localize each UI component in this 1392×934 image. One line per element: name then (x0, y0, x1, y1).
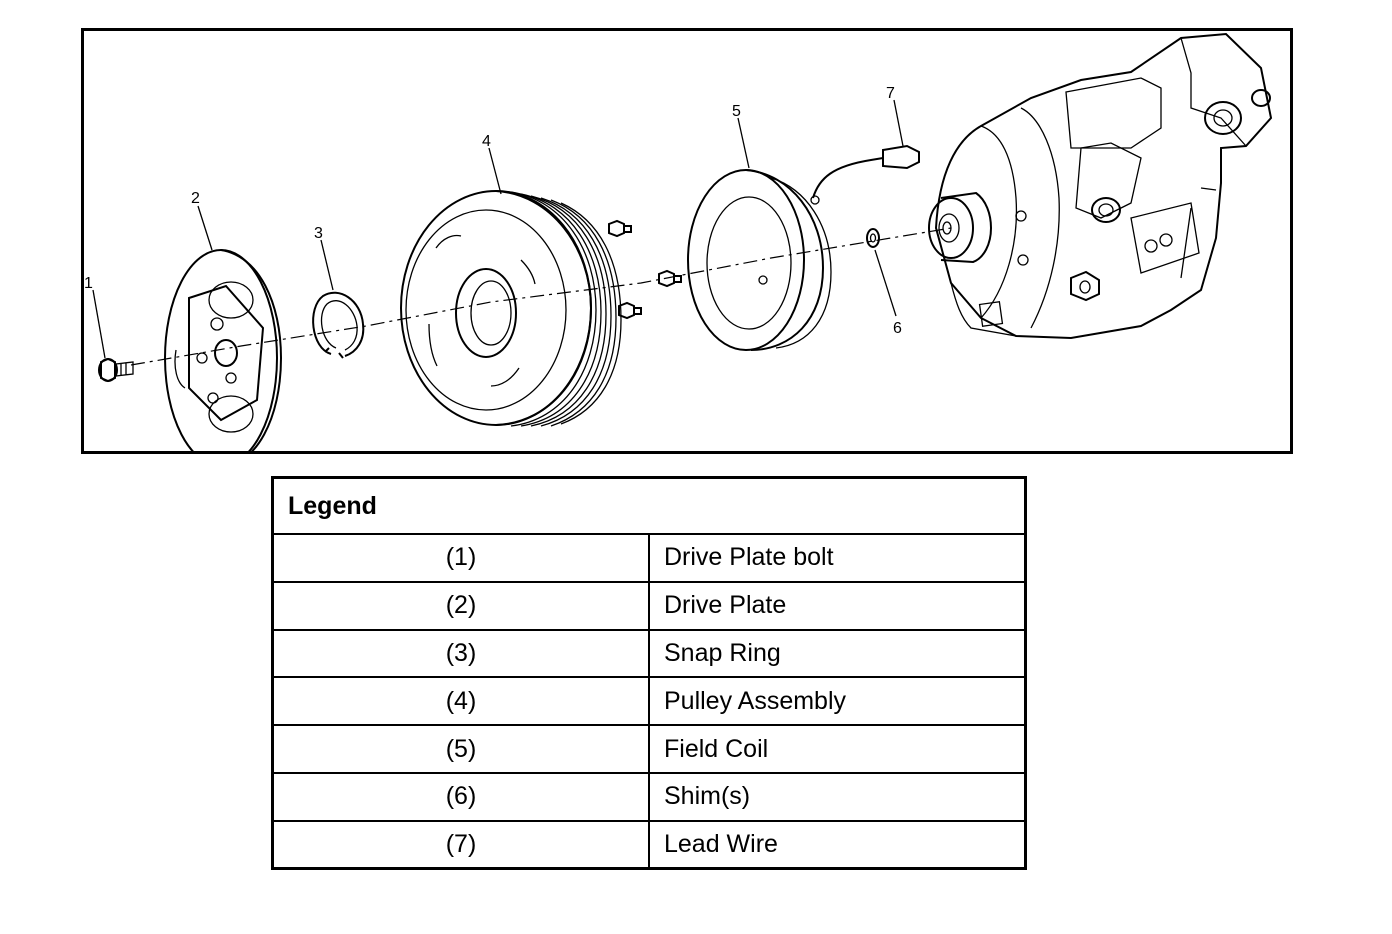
lead-wire (810, 144, 920, 205)
callout-7: 7 (886, 85, 895, 102)
legend-row: (6) Shim(s) (274, 771, 1024, 822)
legend-title: Legend (274, 479, 1024, 535)
compressor-clutch-diagram: 1 2 3 4 5 6 7 (81, 28, 1293, 454)
legend-row: (7) Lead Wire (274, 819, 1024, 867)
legend-part-name: Field Coil (648, 724, 1024, 774)
legend-row: (2) Drive Plate (274, 580, 1024, 631)
snap-ring (312, 291, 365, 359)
legend-header-row: Legend (274, 479, 1024, 535)
legend-table: Legend (1) Drive Plate bolt (2) Drive Pl… (271, 476, 1027, 870)
coil-screws (608, 219, 682, 320)
field-coil (687, 169, 832, 351)
callout-3: 3 (314, 225, 323, 242)
callout-4: 4 (482, 133, 491, 150)
callout-2: 2 (191, 190, 200, 207)
legend-number: (3) (274, 628, 650, 679)
legend-number: (7) (274, 819, 650, 867)
legend-number: (2) (274, 580, 650, 631)
legend-part-name: Pulley Assembly (648, 676, 1024, 727)
callout-1: 1 (84, 275, 93, 292)
compressor-body (934, 32, 1273, 340)
drive-plate-bolt (98, 357, 134, 383)
assembly-axis (130, 227, 952, 366)
figure-frame (81, 28, 1293, 454)
callout-5: 5 (732, 103, 741, 120)
pulley-assembly (400, 190, 622, 427)
legend-part-name: Shim(s) (648, 771, 1024, 822)
legend-part-name: Lead Wire (648, 819, 1024, 867)
exploded-view-figure: 1 2 3 4 5 6 7 (81, 28, 1293, 454)
legend-number: (1) (274, 533, 650, 583)
shim (866, 228, 880, 248)
drive-plate (164, 249, 283, 454)
legend-part-name: Drive Plate bolt (648, 533, 1024, 583)
legend-number: (5) (274, 724, 650, 774)
compressor-hub (928, 191, 993, 264)
legend-row: (4) Pulley Assembly (274, 676, 1024, 727)
legend-part-name: Drive Plate (648, 580, 1024, 631)
callout-6: 6 (893, 320, 902, 337)
leader-lines (92, 99, 904, 359)
legend-row: (5) Field Coil (274, 724, 1024, 774)
legend-row: (3) Snap Ring (274, 628, 1024, 679)
legend-part-name: Snap Ring (648, 628, 1024, 679)
legend-number: (6) (274, 771, 650, 822)
legend-number: (4) (274, 676, 650, 727)
legend-row: (1) Drive Plate bolt (274, 533, 1024, 583)
